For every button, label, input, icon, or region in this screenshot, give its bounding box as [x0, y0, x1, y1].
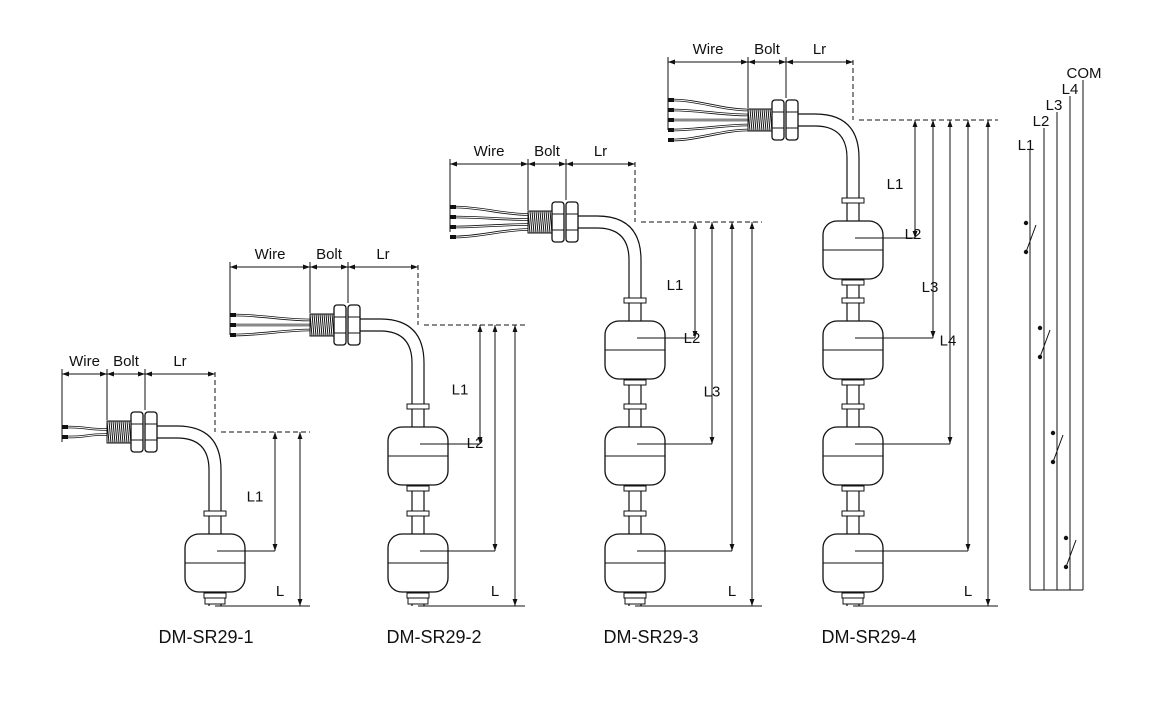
stop-collar	[406, 592, 430, 599]
hex-nut	[333, 304, 347, 346]
wire-tip	[668, 118, 674, 122]
wire-tip	[62, 425, 68, 429]
dimension-label: Wire	[255, 246, 286, 263]
wire-tip	[450, 215, 456, 219]
dimension-label: L4	[940, 333, 957, 350]
elbow-tube	[578, 215, 642, 606]
wire-tip	[668, 98, 674, 102]
wire-tip	[450, 235, 456, 239]
stop-collar	[841, 592, 865, 599]
dimension-label: L3	[922, 279, 939, 296]
dimension-label: L2	[905, 226, 922, 243]
wire-tip	[230, 313, 236, 317]
terminal-label: L1	[1018, 137, 1035, 154]
stop-collar	[841, 197, 865, 204]
elbow-tube	[360, 318, 425, 606]
dimension-label: Wire	[693, 41, 724, 58]
dimension-label: L1	[667, 277, 684, 294]
dimension-label: L1	[887, 176, 904, 193]
dimension-label: L2	[684, 330, 701, 347]
wire-tip	[668, 138, 674, 142]
dimension-label: Lr	[173, 353, 186, 370]
stop-collar	[623, 403, 647, 410]
end-cap	[204, 597, 226, 605]
dimension-label: L	[728, 583, 736, 600]
stop-collar	[623, 297, 647, 304]
stop-collar	[841, 510, 865, 517]
dimension-label: Lr	[594, 143, 607, 160]
wire-tip	[62, 435, 68, 439]
stop-collar	[841, 485, 865, 492]
elbow-tube	[157, 425, 222, 606]
end-cap	[624, 597, 646, 605]
dimension-label: Bolt	[316, 246, 343, 263]
model-title: DM-SR29-2	[386, 627, 481, 647]
wire-tip	[230, 323, 236, 327]
hex-nut	[565, 201, 579, 243]
dimension-label: Bolt	[113, 353, 140, 370]
stop-collar	[841, 279, 865, 286]
wire-tip	[668, 108, 674, 112]
terminal-label: L4	[1062, 81, 1079, 98]
stop-collar	[406, 485, 430, 492]
hex-nut	[130, 411, 144, 453]
terminal-label: L2	[1033, 113, 1050, 130]
elbow-tube	[798, 113, 860, 606]
hex-nut	[771, 99, 785, 141]
dimension-label: L3	[704, 384, 721, 401]
wire-tip	[668, 128, 674, 132]
dimension-label: Bolt	[754, 41, 781, 58]
dimension-label: L	[491, 583, 499, 600]
model-title: DM-SR29-4	[821, 627, 916, 647]
stop-collar	[841, 379, 865, 386]
stop-collar	[623, 510, 647, 517]
end-cap	[407, 597, 429, 605]
dimension-label: Wire	[474, 143, 505, 160]
dimension-label: L	[276, 583, 284, 600]
stop-collar	[623, 592, 647, 599]
stop-collar	[203, 510, 227, 517]
wire-tip	[450, 225, 456, 229]
wire-tip	[450, 205, 456, 209]
terminal-label: L3	[1046, 97, 1063, 114]
dimension-label: L2	[467, 435, 484, 452]
dimension-label: Lr	[376, 246, 389, 263]
stop-collar	[406, 403, 430, 410]
model-title: DM-SR29-3	[603, 627, 698, 647]
hex-nut	[551, 201, 565, 243]
stop-collar	[406, 510, 430, 517]
dimension-label: L1	[247, 489, 264, 506]
hex-nut	[785, 99, 799, 141]
dimension-label: L1	[452, 382, 469, 399]
model-title: DM-SR29-1	[158, 627, 253, 647]
hex-nut	[144, 411, 158, 453]
dimension-label: Bolt	[534, 143, 561, 160]
stop-collar	[623, 485, 647, 492]
dimension-label: L	[964, 583, 972, 600]
dimension-label: Lr	[813, 41, 826, 58]
stop-collar	[841, 403, 865, 410]
stop-collar	[841, 297, 865, 304]
wire-tip	[230, 333, 236, 337]
end-cap	[842, 597, 864, 605]
stop-collar	[203, 592, 227, 599]
hex-nut	[347, 304, 361, 346]
stop-collar	[623, 379, 647, 386]
dimension-label: Wire	[69, 353, 100, 370]
terminal-label: COM	[1067, 65, 1102, 82]
